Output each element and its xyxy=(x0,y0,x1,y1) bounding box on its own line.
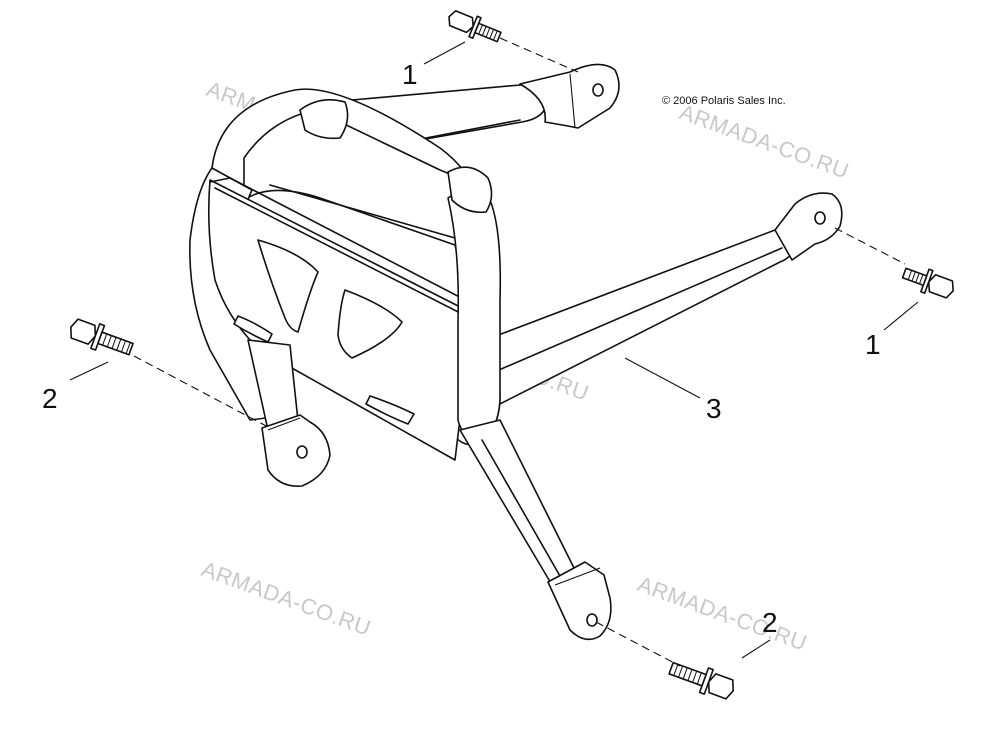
leader-lines xyxy=(69,41,919,659)
watermark-bottom-right: ARMADA-CO.RU xyxy=(634,571,810,655)
flange-bolt-icon xyxy=(70,318,134,356)
watermark-bottom-left: ARMADA-CO.RU xyxy=(198,556,374,640)
flange-bolt-icon xyxy=(448,10,502,43)
top-round-right xyxy=(447,166,493,214)
right-lower-leg xyxy=(459,419,586,597)
flange-bolt-icon xyxy=(901,267,954,299)
cutout-lower xyxy=(337,289,403,359)
right-mount-tab xyxy=(774,192,843,261)
callout-2-left: 2 xyxy=(42,383,58,414)
callouts: 1 1 2 2 3 xyxy=(42,59,881,638)
left-mount-tab xyxy=(261,414,331,487)
slot-right xyxy=(365,395,415,425)
copyright-text: © 2006 Polaris Sales Inc. xyxy=(662,95,786,107)
callout-3: 3 xyxy=(706,393,722,424)
callout-2-bottom: 2 xyxy=(762,607,778,638)
alignment-lines xyxy=(133,37,906,667)
right-long-tube xyxy=(479,227,796,411)
bumper-bracket-icon xyxy=(189,63,843,641)
cutout-upper xyxy=(257,239,319,333)
watermark-top-right: ARMADA-CO.RU xyxy=(676,99,852,183)
top-round-left xyxy=(299,99,349,140)
callout-1-top: 1 xyxy=(402,59,418,90)
flange-bolt-icon xyxy=(668,661,734,700)
top-mount-tab xyxy=(519,63,620,129)
callout-1-right: 1 xyxy=(865,329,881,360)
